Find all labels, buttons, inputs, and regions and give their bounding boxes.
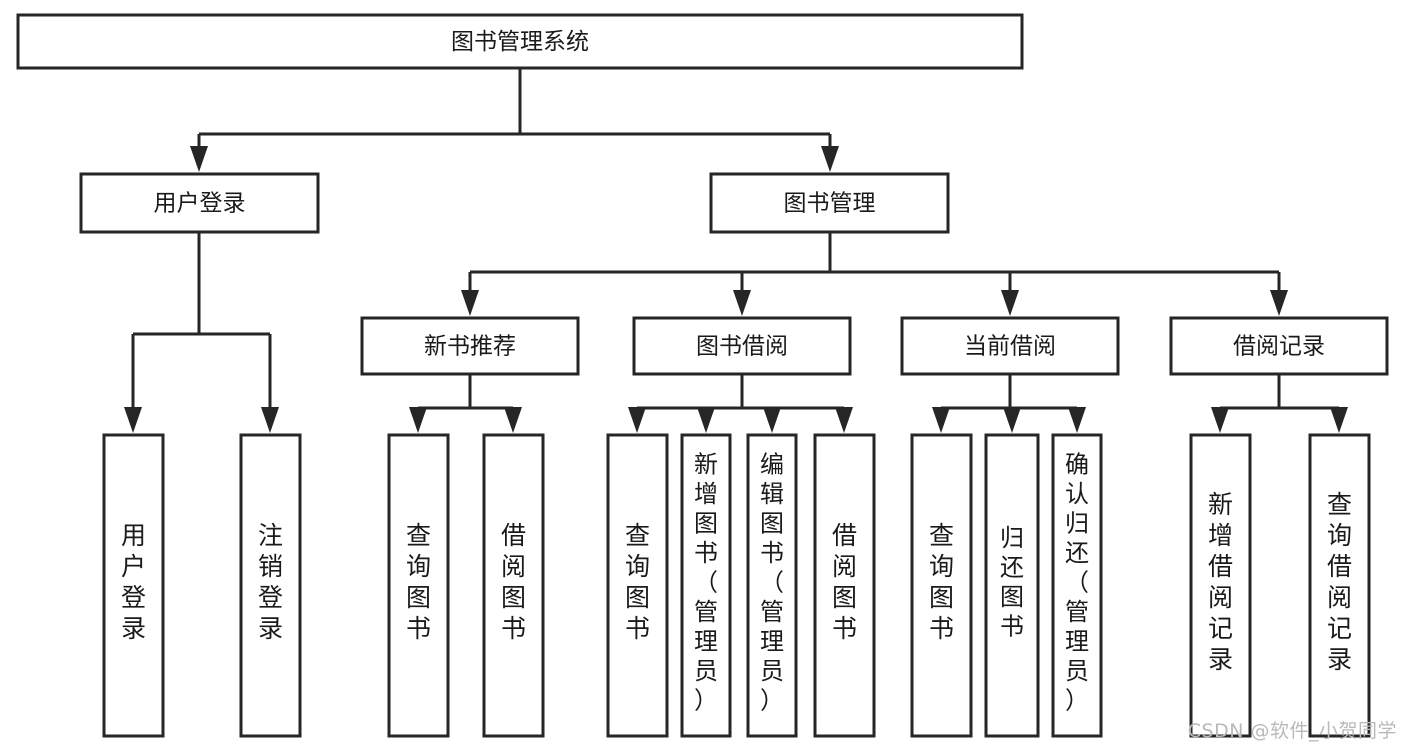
arrow-head-icon [461,290,479,316]
node-label: 图书管理系统 [451,29,589,55]
node-label: 查询图书 [625,521,650,643]
connector-current-borrow [932,374,1086,433]
node-label: 查询图书 [406,521,431,643]
node-leaf-confirm-return[interactable]: 确认归还（管理员） [1051,433,1103,738]
node-label: 当前借阅 [964,334,1056,360]
node-layer: 图书管理系统用户登录图书管理新书推荐图书借阅当前借阅借阅记录用户登录注销登录查询… [16,13,1389,738]
node-label: 用户登录 [121,521,146,643]
connector-layer [124,68,1348,433]
node-label: 图书管理 [784,191,876,217]
arrow-head-icon [733,290,751,316]
arrow-head-icon [1068,407,1086,433]
node-label: 确认归还（管理员） [1065,450,1089,714]
connector-root [190,68,839,172]
node-label: 归还图书 [1000,524,1024,641]
node-current-borrow[interactable]: 当前借阅 [900,316,1120,376]
csdn-watermark: CSDN @软件_小贺同学 [1187,720,1397,742]
node-leaf-borrow-book-1[interactable]: 借阅图书 [482,433,545,738]
node-book-manage[interactable]: 图书管理 [709,172,950,234]
arrow-head-icon [190,146,208,172]
arrow-head-icon [409,407,427,433]
connector-new-book-rec [409,374,522,433]
arrow-head-icon [697,407,715,433]
node-leaf-query-record[interactable]: 查询借阅记录 [1308,433,1371,738]
node-book-borrow[interactable]: 图书借阅 [632,316,852,376]
node-borrow-record[interactable]: 借阅记录 [1169,316,1389,376]
arrow-head-icon [504,407,522,433]
node-label: 图书借阅 [696,334,788,360]
node-label: 用户登录 [154,191,246,217]
node-label: 新增图书（管理员） [694,450,718,714]
node-leaf-add-record[interactable]: 新增借阅记录 [1189,433,1252,738]
node-label: 查询图书 [929,521,954,643]
arrow-head-icon [261,407,279,433]
node-label: 新书推荐 [424,334,516,360]
arrow-head-icon [1001,290,1019,316]
arrow-head-icon [1003,407,1021,433]
node-label: 借阅图书 [832,521,857,643]
node-new-book-rec[interactable]: 新书推荐 [360,316,580,376]
connector-user-login [124,232,279,433]
node-leaf-user-login[interactable]: 用户登录 [102,433,165,738]
node-leaf-borrow-book-2[interactable]: 借阅图书 [813,433,876,738]
arrow-head-icon [763,407,781,433]
node-label: 注销登录 [258,521,283,643]
arrow-head-icon [628,407,646,433]
arrow-head-icon [932,407,950,433]
arrow-head-icon [1270,290,1288,316]
node-label: 借阅记录 [1233,334,1325,360]
node-leaf-add-book[interactable]: 新增图书（管理员） [680,433,732,738]
arrow-head-icon [124,407,142,433]
node-root[interactable]: 图书管理系统 [16,13,1024,70]
node-label: 查询借阅记录 [1327,490,1352,674]
node-leaf-user-logout[interactable]: 注销登录 [239,433,302,738]
arrow-head-icon [835,407,853,433]
node-label: 新增借阅记录 [1208,490,1233,674]
node-leaf-edit-book[interactable]: 编辑图书（管理员） [746,433,798,738]
arrow-head-icon [821,146,839,172]
node-label: 借阅图书 [501,521,526,643]
arrow-head-icon [1211,407,1229,433]
connector-borrow-record [1211,374,1348,433]
connector-book-manage [461,232,1288,316]
connector-book-borrow [628,374,853,433]
node-leaf-return-book[interactable]: 归还图书 [984,433,1040,738]
node-leaf-query-book-1[interactable]: 查询图书 [387,433,450,738]
node-leaf-query-book-2[interactable]: 查询图书 [606,433,669,738]
node-user-login[interactable]: 用户登录 [79,172,320,234]
arrow-head-icon [1330,407,1348,433]
node-leaf-query-book-3[interactable]: 查询图书 [910,433,973,738]
node-label: 编辑图书（管理员） [760,450,784,714]
